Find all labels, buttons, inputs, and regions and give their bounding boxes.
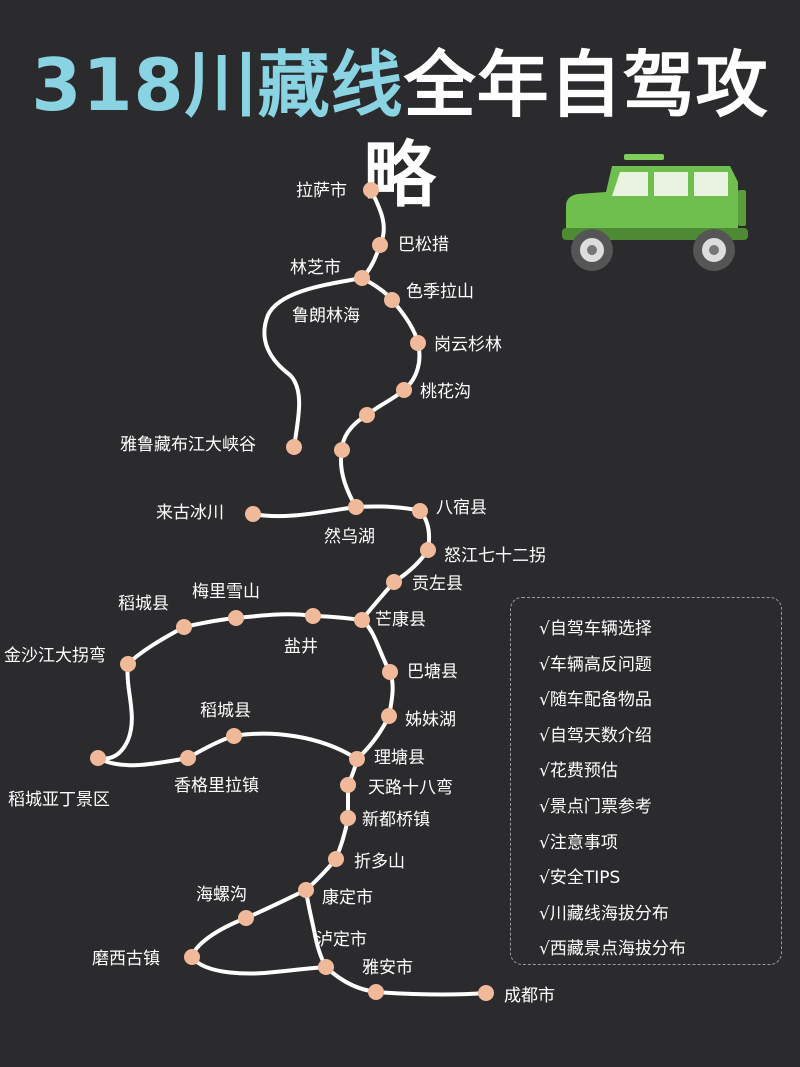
stop-label-zimeihu: 姊妹湖 [405, 710, 456, 730]
stop-label-ranwu: 然乌湖 [324, 527, 375, 547]
stop-label-moxi: 磨西古镇 [92, 949, 160, 969]
stop-dot[interactable] [420, 542, 436, 558]
stop-dot[interactable] [372, 237, 388, 253]
stop-dot[interactable] [359, 407, 375, 423]
stop-dot[interactable] [328, 851, 344, 867]
stop-label-taohuagou: 桃花沟 [420, 382, 471, 402]
stop-dot[interactable] [381, 708, 397, 724]
stop-label-meili: 梅里雪山 [192, 582, 260, 602]
stop-label-nujiang: 怒江七十二拐 [444, 546, 546, 566]
stop-dot[interactable] [238, 910, 254, 926]
guide-item[interactable]: √花费预估 [539, 761, 618, 782]
stop-dot[interactable] [368, 984, 384, 1000]
stop-label-luding: 泸定市 [316, 930, 367, 950]
route-laigu-branch [251, 505, 358, 519]
stop-label-litang: 理塘县 [374, 748, 425, 768]
stop-dot[interactable] [298, 882, 314, 898]
guide-item[interactable]: √车辆高反问题 [539, 654, 652, 675]
stop-label-gongzuo: 贡左县 [412, 574, 463, 594]
stop-dot[interactable] [120, 656, 136, 672]
stop-dot[interactable] [286, 439, 302, 455]
stop-label-laigu: 来古冰川 [156, 503, 224, 523]
stop-label-daocheng-1: 稻城县 [118, 594, 169, 614]
guide-item[interactable]: √川藏线海拔分布 [539, 903, 669, 924]
stop-dot[interactable] [412, 503, 428, 519]
suv-jeep-icon [562, 154, 748, 271]
stop-label-shangrila: 香格里拉镇 [174, 776, 259, 796]
guide-item[interactable]: √安全TIPS [539, 868, 621, 889]
stop-dot[interactable] [90, 750, 106, 766]
stop-label-yading: 稻城亚丁景区 [8, 790, 110, 810]
stop-dot[interactable] [318, 959, 334, 975]
stop-label-lulang: 鲁朗林海 [292, 306, 360, 326]
stop-label-yanjing: 盐井 [284, 637, 318, 657]
stop-label-daocheng-2: 稻城县 [200, 701, 251, 721]
stop-dot[interactable] [228, 610, 244, 626]
stop-label-basu: 八宿县 [436, 498, 487, 518]
stop-dot[interactable] [340, 810, 356, 826]
stop-dot[interactable] [382, 664, 398, 680]
stop-label-hailuogou: 海螺沟 [196, 885, 247, 905]
stop-label-kangding: 康定市 [322, 888, 373, 908]
stop-dot[interactable] [384, 292, 400, 308]
stop-dot[interactable] [354, 270, 370, 286]
page-title: 318川藏线全年自驾攻略 [0, 40, 800, 220]
stop-label-lhasa: 拉萨市 [296, 181, 347, 201]
stop-dot[interactable] [363, 182, 379, 198]
stop-label-tianlu: 天路十八弯 [368, 778, 453, 798]
stop-label-mangkang: 芒康县 [375, 610, 426, 630]
guide-item[interactable]: √随车配备物品 [539, 690, 652, 711]
stop-label-jinsha: 金沙江大拐弯 [4, 646, 106, 666]
guide-item[interactable]: √注意事项 [539, 832, 618, 853]
stop-dot[interactable] [226, 728, 242, 744]
guide-item[interactable]: √景点门票参考 [539, 796, 652, 817]
stop-label-yaan: 雅安市 [362, 958, 413, 978]
stop-dot[interactable] [245, 506, 261, 522]
route-yarlung-branch [262, 276, 364, 449]
stop-dot[interactable] [180, 750, 196, 766]
stop-dot[interactable] [340, 777, 356, 793]
title-highlight: 318川藏线 [31, 43, 404, 127]
stop-dot[interactable] [478, 985, 494, 1001]
stop-dot[interactable] [396, 382, 412, 398]
stop-label-yarlung: 雅鲁藏布江大峡谷 [120, 435, 256, 455]
stop-label-chengdu: 成都市 [504, 986, 555, 1006]
stop-dot[interactable] [354, 612, 370, 628]
stop-dot[interactable] [348, 499, 364, 515]
stop-label-zheduo: 折多山 [354, 852, 405, 872]
stop-label-batang: 巴塘县 [407, 662, 458, 682]
stop-label-linzhi: 林芝市 [290, 258, 341, 278]
stop-dot[interactable] [305, 608, 321, 624]
stop-dot[interactable] [334, 442, 350, 458]
stop-label-gangyun: 岗云杉林 [434, 335, 502, 355]
stop-dot[interactable] [184, 949, 200, 965]
guide-checklist: √自驾车辆选择 √车辆高反问题 √随车配备物品 √自驾天数介绍 √花费预估 √景… [510, 597, 782, 965]
stop-dot[interactable] [410, 335, 426, 351]
route-west-loop [96, 612, 364, 768]
guide-item[interactable]: √自驾车辆选择 [539, 619, 652, 639]
stop-dot[interactable] [176, 619, 192, 635]
stop-label-basongcuo: 巴松措 [398, 235, 449, 255]
stop-dot[interactable] [349, 751, 365, 767]
guide-item[interactable]: √自驾天数介绍 [539, 725, 652, 746]
stop-label-sejila: 色季拉山 [406, 282, 474, 302]
guide-item[interactable]: √西藏景点海拔分布 [539, 939, 686, 960]
stop-label-xinduqiao: 新都桥镇 [362, 810, 430, 830]
title-rest: 全年自驾攻略 [363, 43, 769, 217]
stop-dot[interactable] [386, 574, 402, 590]
